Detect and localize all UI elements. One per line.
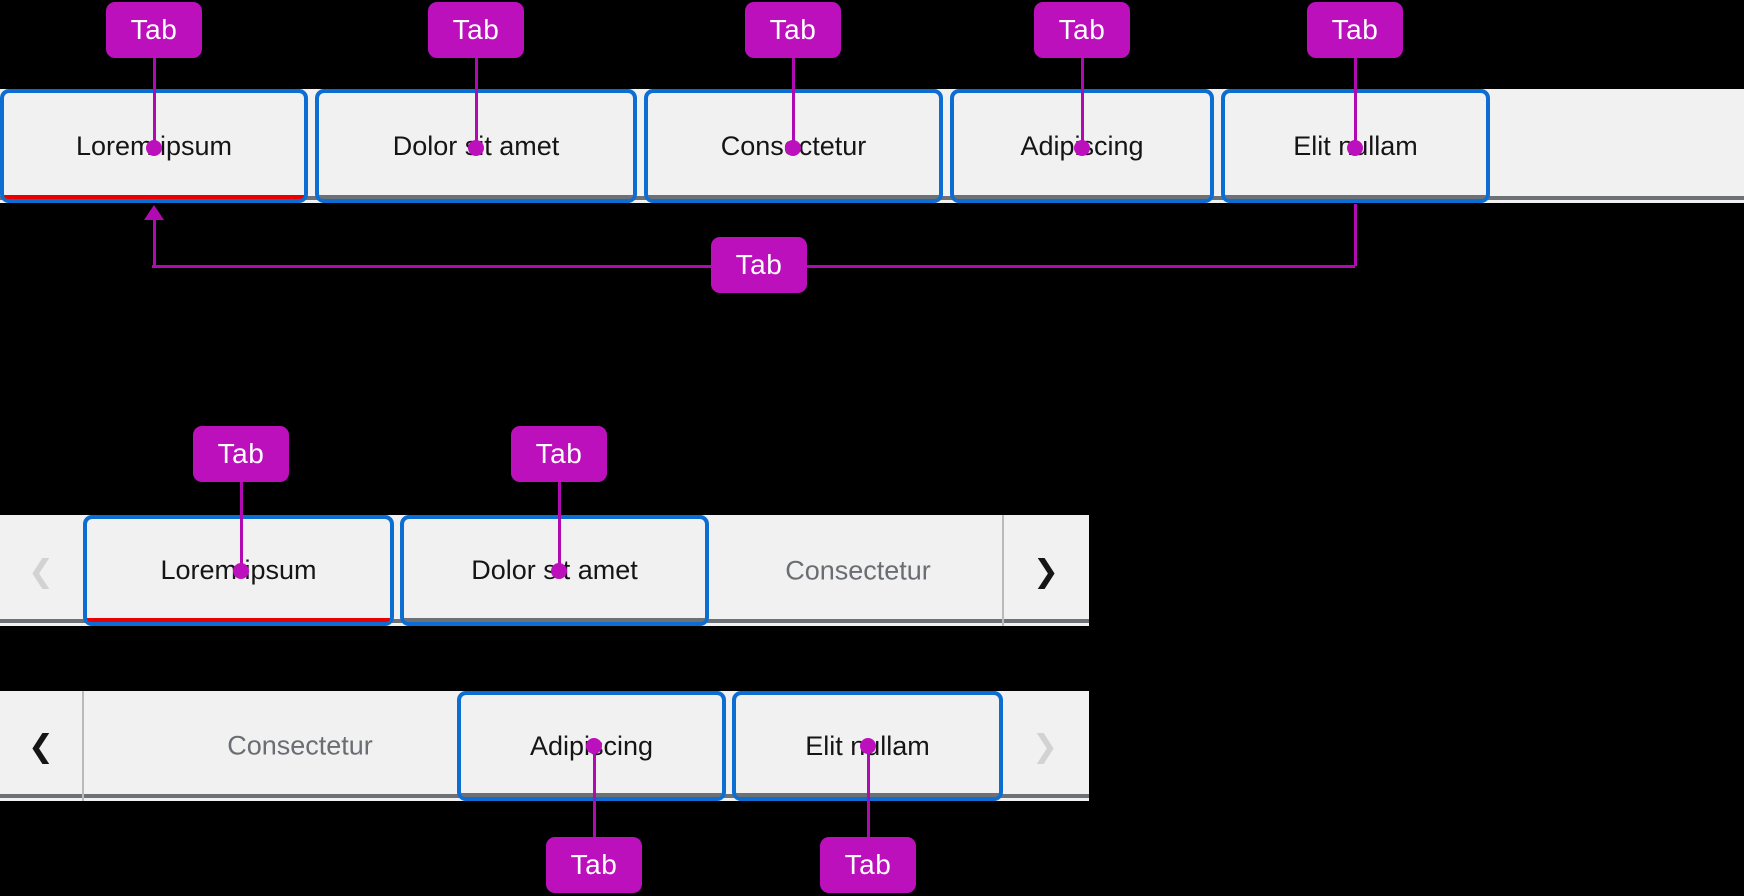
- scrollable-tabs-start-bar: ❮ Lorem ipsum Dolor sit amet Consectetur…: [0, 515, 1089, 626]
- tab-bottom-border: [1225, 195, 1486, 199]
- tab-bottom-border: [404, 618, 705, 622]
- annotation-line: [791, 56, 795, 148]
- annotation-badge-tab: Tab: [106, 2, 202, 58]
- annotation-dot: [468, 140, 484, 156]
- active-tab-indicator: [87, 618, 390, 622]
- annotation-badge-tab: Tab: [711, 237, 807, 293]
- annotation-line: [592, 746, 596, 837]
- annotation-line: [152, 218, 156, 268]
- annotation-dot: [233, 563, 249, 579]
- tab-consectetur-partial[interactable]: Consectetur: [785, 555, 931, 586]
- tab-bottom-border: [648, 195, 939, 199]
- annotation-badge-tab: Tab: [546, 837, 642, 893]
- scroll-right-button-disabled: ❯: [1032, 728, 1058, 764]
- annotation-badge-tab: Tab: [511, 426, 607, 482]
- tab-consectetur-partial[interactable]: Consectetur: [227, 730, 373, 761]
- standard-tabs-bar: Lorem ipsum Dolor sit amet Consectetur A…: [0, 89, 1744, 203]
- annotation-dot: [1347, 140, 1363, 156]
- scroll-right-button[interactable]: ❯: [1033, 553, 1059, 589]
- annotation-dot: [551, 563, 567, 579]
- tab-bottom-border: [319, 195, 633, 199]
- annotation-line: [239, 480, 243, 571]
- annotation-line: [1353, 56, 1357, 148]
- annotation-dot: [860, 738, 876, 754]
- annotation-line: [557, 480, 561, 571]
- annotation-line: [152, 56, 156, 148]
- annotation-dot: [1074, 140, 1090, 156]
- tab-bottom-border: [954, 195, 1210, 199]
- tab-bottom-border: [461, 793, 722, 797]
- annotation-line: [1080, 56, 1084, 148]
- annotation-badge-tab: Tab: [745, 2, 841, 58]
- annotation-dot: [586, 738, 602, 754]
- annotation-line: [474, 56, 478, 148]
- annotation-badge-tab: Tab: [1307, 2, 1403, 58]
- annotation-badge-tab: Tab: [820, 837, 916, 893]
- annotation-badge-tab: Tab: [193, 426, 289, 482]
- scrollable-tabs-end-bar: ❮ Consectetur Adipiscing Elit nullam ❯: [0, 691, 1089, 801]
- scroll-left-button[interactable]: ❮: [28, 728, 54, 764]
- annotation-badge-tab: Tab: [428, 2, 524, 58]
- tab-dolor-sit-amet[interactable]: Dolor sit amet: [400, 515, 709, 626]
- annotation-line: [1353, 204, 1357, 266]
- annotation-arrow-up: [144, 205, 164, 220]
- annotation-badge-tab: Tab: [1034, 2, 1130, 58]
- scroll-left-button-disabled: ❮: [28, 553, 54, 589]
- scroll-divider: [1002, 515, 1004, 626]
- annotation-dot: [146, 140, 162, 156]
- scroll-divider: [82, 691, 84, 801]
- active-tab-indicator: [4, 195, 304, 199]
- annotation-dot: [785, 140, 801, 156]
- annotation-line: [866, 746, 870, 837]
